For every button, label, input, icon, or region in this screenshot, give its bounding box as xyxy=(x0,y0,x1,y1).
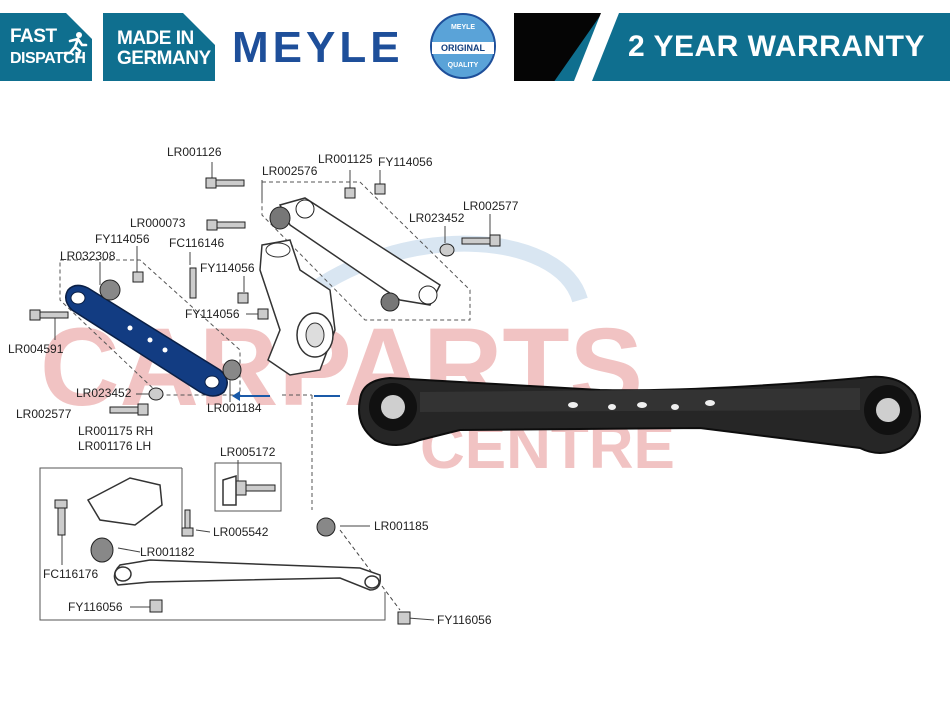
original-quality-seal: MEYLE ORIGINAL QUALITY xyxy=(430,13,496,79)
part-label: FY116056 xyxy=(68,600,123,614)
warranty-badge: 2 YEAR WARRANTY xyxy=(514,13,950,81)
made-in-line1: MADE IN xyxy=(117,28,194,49)
part-label: FY114056 xyxy=(200,261,255,275)
wheel-knuckle-drawing xyxy=(259,239,336,376)
leader-lines xyxy=(54,162,491,621)
made-in-germany-badge: MADE IN GERMANY xyxy=(103,13,215,81)
part-label: LR023452 xyxy=(409,211,465,225)
fast-dispatch-line1: FAST xyxy=(10,26,57,47)
part-label: LR023452 xyxy=(76,386,132,400)
blue-arrow xyxy=(232,391,340,401)
part-label: LR005542 xyxy=(213,525,269,539)
part-labels: LR001126 LR001125 FY114056 LR002576 LR00… xyxy=(8,145,519,627)
part-label: LR001176 LH xyxy=(78,439,151,453)
part-label: LR001175 RH xyxy=(78,424,153,438)
runner-icon xyxy=(63,32,88,57)
meyle-logo: MEYLE xyxy=(232,23,404,72)
part-label: LR001185 xyxy=(374,519,429,533)
part-label: LR002577 xyxy=(16,407,72,421)
part-label: FC116146 xyxy=(169,236,224,250)
control-arm-photo xyxy=(358,375,921,454)
part-label: LR002576 xyxy=(262,164,318,178)
part-label: LR001126 xyxy=(167,145,222,159)
part-label: FY116056 xyxy=(437,613,492,627)
part-label: LR005172 xyxy=(220,445,276,459)
bracket-and-trailing-arm xyxy=(86,474,382,591)
part-label: FC116176 xyxy=(43,567,98,581)
part-label: FY114056 xyxy=(378,155,433,169)
upper-control-arm-drawing xyxy=(269,197,441,312)
made-in-line2: GERMANY xyxy=(117,48,211,69)
seal-middle-text: ORIGINAL xyxy=(432,42,494,54)
part-label: LR002577 xyxy=(463,199,519,213)
seal-bottom-text: QUALITY xyxy=(447,62,479,69)
fast-dispatch-badge: FAST DISPATCH xyxy=(0,13,92,81)
part-label: LR001182 xyxy=(140,545,195,559)
bushings xyxy=(90,279,336,563)
part-label: LR004591 xyxy=(8,342,64,356)
fasteners xyxy=(29,177,501,625)
part-label: FY114056 xyxy=(185,307,240,321)
highlighted-lower-arm xyxy=(65,284,228,397)
warranty-text: 2 YEAR WARRANTY xyxy=(628,30,925,63)
part-label: LR001125 xyxy=(318,152,373,166)
seal-top-text: MEYLE xyxy=(450,24,476,31)
part-label: LR032308 xyxy=(60,249,116,263)
part-label: LR001184 xyxy=(207,401,262,415)
solid-box xyxy=(39,462,386,621)
header-banner: FAST DISPATCH MADE IN GERMANY MEYLE MEYL… xyxy=(0,13,950,81)
part-label: LR000073 xyxy=(130,216,186,230)
part-label: FY114056 xyxy=(95,232,150,246)
